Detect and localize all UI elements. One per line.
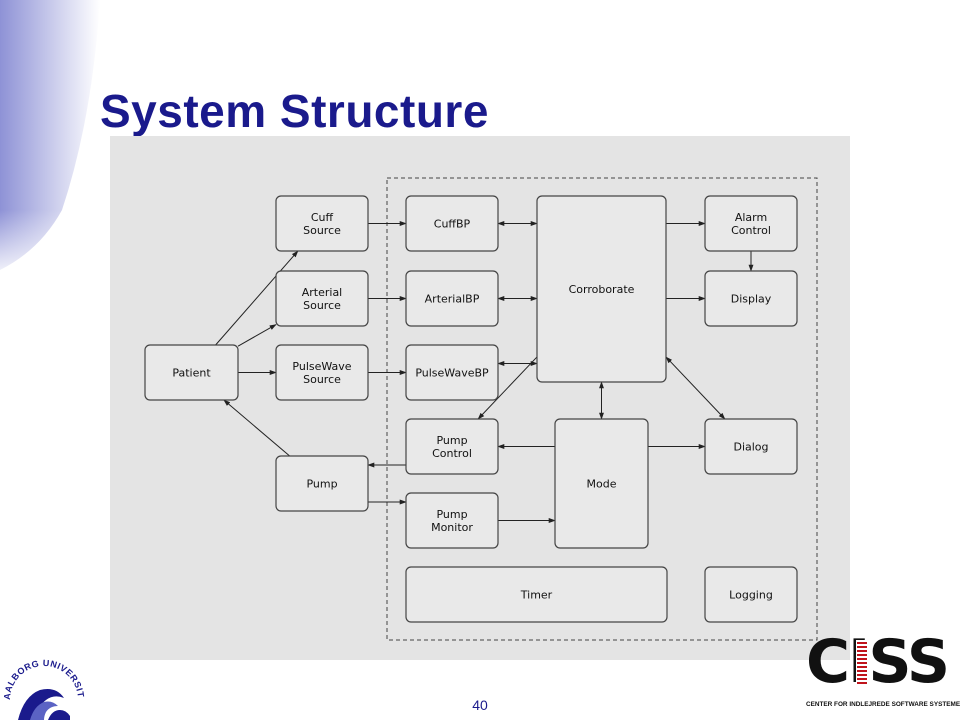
page-number: 40 <box>472 697 488 713</box>
node-logging: Logging <box>704 566 798 623</box>
edge-corroborate-to-dialog <box>665 356 726 420</box>
corner-decoration <box>0 0 110 280</box>
node-label: Display <box>731 293 772 306</box>
node-label: Source <box>303 224 341 237</box>
slide-title: System Structure <box>100 85 489 137</box>
node-label: PulseWaveBP <box>415 367 489 380</box>
node-mode: Mode <box>554 418 649 549</box>
node-label: Source <box>303 373 341 386</box>
node-label: Monitor <box>431 521 473 534</box>
node-corroborate: Corroborate <box>536 195 667 383</box>
node-box <box>405 566 668 623</box>
node-box <box>275 270 369 327</box>
node-box <box>704 195 798 252</box>
node-cuffbp: CuffBP <box>405 195 499 252</box>
edges-layer <box>215 221 754 523</box>
node-label: Timer <box>520 589 553 602</box>
edge-patient-to-cuff-source <box>215 250 299 346</box>
node-label: Alarm <box>735 211 767 224</box>
node-patient: Patient <box>144 344 239 401</box>
node-box <box>536 195 667 383</box>
node-label: Mode <box>587 478 617 491</box>
node-label: Pump <box>436 508 467 521</box>
node-label: Control <box>731 224 771 237</box>
node-label: Control <box>432 447 472 460</box>
node-label: Source <box>303 299 341 312</box>
ciss-letters: CISS <box>806 627 950 697</box>
node-box <box>704 566 798 623</box>
node-label: Patient <box>172 367 211 380</box>
node-label: Arterial <box>302 286 343 299</box>
node-label: CuffBP <box>434 218 471 231</box>
node-box <box>704 418 798 475</box>
node-pump: Pump <box>275 455 369 512</box>
node-box <box>405 418 499 475</box>
edge-pump-to-patient <box>223 399 290 457</box>
node-label: Cuff <box>311 211 334 224</box>
node-box <box>275 455 369 512</box>
node-timer: Timer <box>405 566 668 623</box>
system-boundary <box>386 177 818 641</box>
node-dialog: Dialog <box>704 418 798 475</box>
aalborg-university-logo: AALBORG UNIVERSITY <box>0 640 85 720</box>
boxes-layer: PatientCuffSourceArterialSourcePulseWave… <box>144 195 798 623</box>
node-label: PulseWave <box>292 360 351 373</box>
node-box <box>275 344 369 401</box>
node-label: Dialog <box>733 441 768 454</box>
node-label: Pump <box>306 478 337 491</box>
node-label: ArterialBP <box>425 293 480 306</box>
ciss-logo: CISS CENTER FOR INDLEJREDE SOFTWARE SYST… <box>800 627 960 720</box>
node-box <box>405 270 499 327</box>
node-box <box>704 270 798 327</box>
ciss-caption: CENTER FOR INDLEJREDE SOFTWARE SYSTEMER <box>806 701 960 708</box>
node-box <box>405 344 499 401</box>
node-box <box>554 418 649 549</box>
node-pulsewavebp: PulseWaveBP <box>405 344 499 401</box>
node-box <box>405 492 499 549</box>
node-box <box>405 195 499 252</box>
node-label: Corroborate <box>569 283 635 296</box>
node-box <box>275 195 369 252</box>
edge-corroborate-to-pump-control <box>477 356 538 420</box>
edge-patient-to-arterial-source <box>237 324 277 347</box>
ciss-stripe-bar <box>856 640 868 688</box>
node-display: Display <box>704 270 798 327</box>
node-box <box>144 344 239 401</box>
node-label: Logging <box>729 589 773 602</box>
node-label: Pump <box>436 434 467 447</box>
node-arterialbp: ArterialBP <box>405 270 499 327</box>
